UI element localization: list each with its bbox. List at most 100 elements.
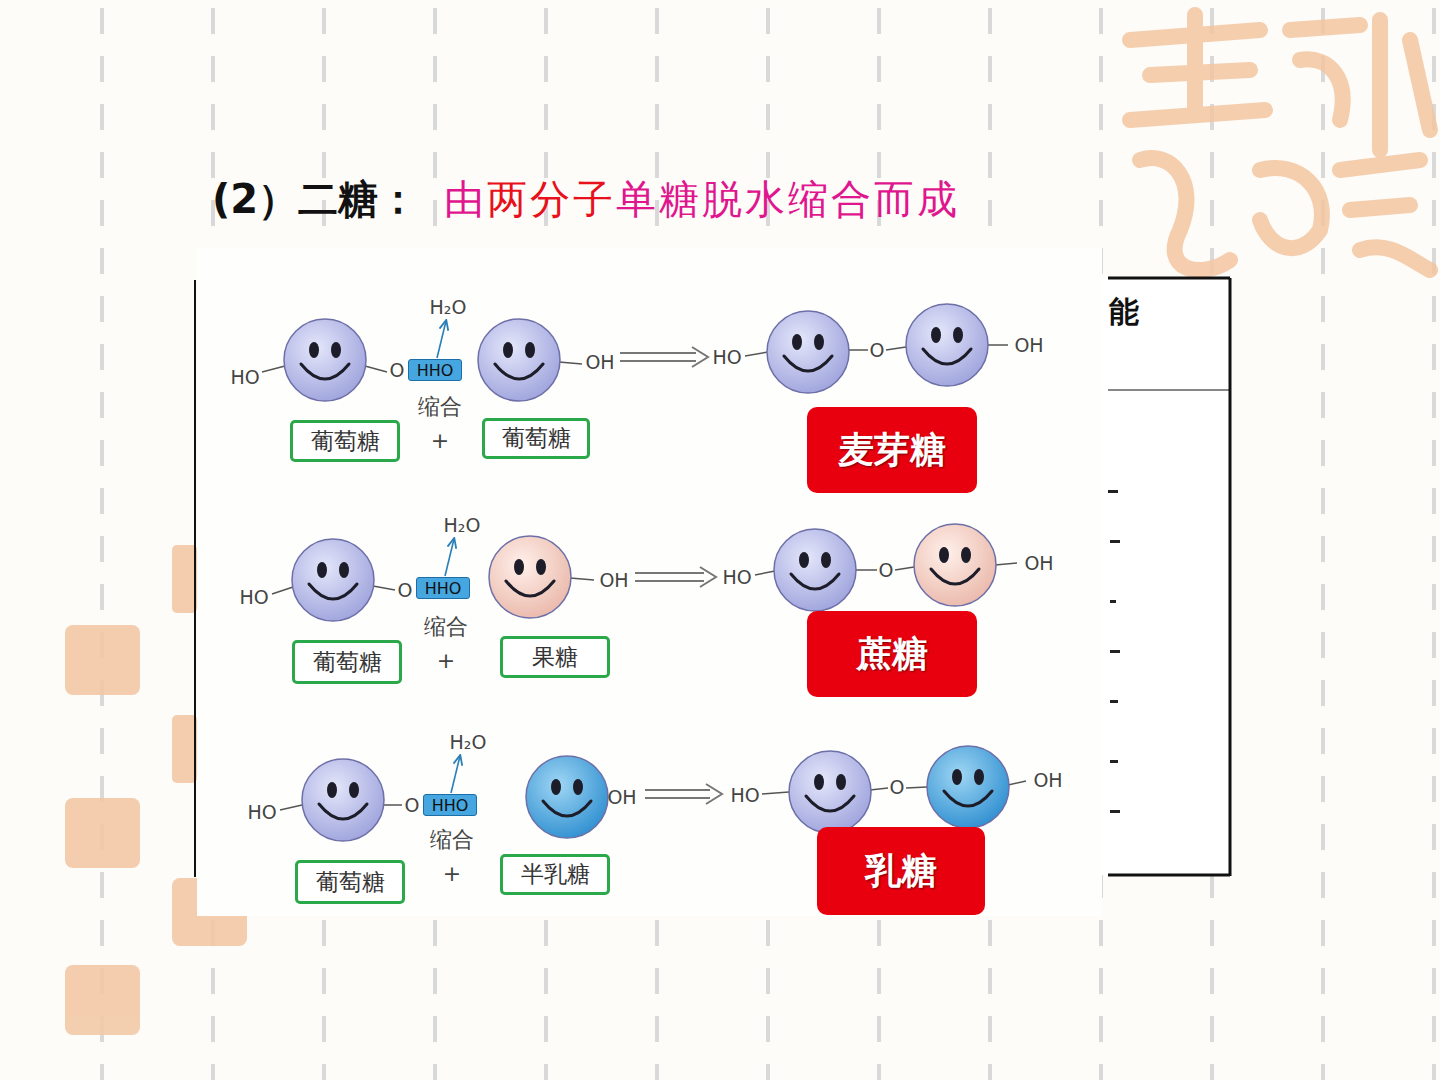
sugar-smiley xyxy=(284,319,366,401)
hydroxyl-group: HO xyxy=(230,366,259,388)
picture-ground xyxy=(197,248,1102,916)
node-label: HHO xyxy=(425,579,462,598)
water-atoms-box: HHO xyxy=(416,577,470,599)
hydroxyl-group: HO xyxy=(712,346,741,368)
table-fragments xyxy=(1108,490,1120,813)
bond-line xyxy=(995,563,1017,565)
disaccharide-box: 蔗糖 xyxy=(807,611,977,697)
molecule-illustration xyxy=(262,304,1026,841)
definition-text: 单糖脱水缩合而成 xyxy=(616,172,960,227)
bond-line xyxy=(262,366,285,372)
table-border xyxy=(195,278,1230,877)
water-atoms-box: HHO xyxy=(423,794,477,816)
hydroxyl-group: HO xyxy=(730,784,759,806)
bond-line xyxy=(280,805,302,810)
node-label: 葡萄糖 xyxy=(316,867,385,898)
sugar-smiley xyxy=(774,529,856,611)
slide-header: (2）二糖： 由两分子单糖脱水缩合而成 xyxy=(212,172,960,227)
node-label: 半乳糖 xyxy=(521,859,590,890)
water-release-arrow xyxy=(445,539,454,576)
bond-line xyxy=(895,567,914,570)
sugar-smiley xyxy=(927,746,1009,828)
disaccharide-box: 麦芽糖 xyxy=(807,407,977,493)
reaction-arrow xyxy=(635,567,716,587)
glycosidic-oxygen: O xyxy=(879,559,894,581)
node-label: 葡萄糖 xyxy=(311,426,380,457)
water-formula: H₂O xyxy=(430,296,467,318)
table-ground xyxy=(1100,278,1230,875)
water-formula: H₂O xyxy=(444,514,481,536)
bond-line xyxy=(745,352,768,356)
oxygen-atom: O xyxy=(405,794,420,816)
hydroxyl-group: OH xyxy=(599,569,628,591)
monosaccharide-box: 果糖 xyxy=(500,636,610,678)
hydroxyl-group: HO xyxy=(247,801,276,823)
water-release-arrow xyxy=(451,756,460,793)
sugar-smiley xyxy=(767,311,849,393)
node-label: HHO xyxy=(417,361,454,380)
hydroxyl-group: HO xyxy=(722,566,751,588)
watermark xyxy=(1130,15,1430,270)
node-label: 乳糖 xyxy=(865,847,937,896)
bond-line xyxy=(855,569,877,571)
definition-text: 由 xyxy=(444,172,487,227)
monosaccharide-box: 葡萄糖 xyxy=(290,420,400,462)
bond-line xyxy=(1008,781,1026,785)
disaccharide-box: 乳糖 xyxy=(817,827,985,915)
sugar-smiley xyxy=(906,304,988,386)
oxygen-atom: O xyxy=(390,359,405,381)
sugar-smiley xyxy=(478,319,560,401)
slide-title: (2）二糖： xyxy=(212,172,418,227)
reaction-name: 缩合 xyxy=(418,392,462,422)
sugar-smiley xyxy=(489,536,571,618)
node-label: HHO xyxy=(432,796,469,815)
sugar-smiley xyxy=(789,751,871,833)
reaction-name: 缩合 xyxy=(430,825,474,855)
bond-line xyxy=(848,349,868,351)
node-label: 蔗糖 xyxy=(856,630,928,679)
bond-line xyxy=(559,362,582,364)
plus-sign: + xyxy=(443,861,461,886)
bond-line xyxy=(870,788,888,790)
hydroxyl-group: OH xyxy=(1024,552,1053,574)
sugar-smiley xyxy=(526,756,608,838)
node-label: 葡萄糖 xyxy=(502,423,571,454)
hydroxyl-group: OH xyxy=(607,786,636,808)
plus-sign: + xyxy=(437,648,455,673)
table-cell: 能 xyxy=(1109,292,1139,333)
node-label: 麦芽糖 xyxy=(838,426,946,475)
monosaccharide-box: 半乳糖 xyxy=(500,854,610,895)
bond-line xyxy=(272,587,293,594)
node-label: 果糖 xyxy=(532,642,578,673)
reaction-arrow xyxy=(620,347,708,367)
definition-text: 两分子 xyxy=(487,172,616,227)
bond-line xyxy=(383,804,402,806)
water-release-arrow xyxy=(437,321,446,358)
sugar-smiley xyxy=(302,759,384,841)
bond-line xyxy=(762,792,789,794)
sugar-smiley xyxy=(292,539,374,621)
hydroxyl-group: OH xyxy=(1033,769,1062,791)
bond-line xyxy=(365,366,387,372)
bond-line xyxy=(570,578,594,580)
reaction-arrow xyxy=(645,784,722,804)
bond-line xyxy=(755,571,775,575)
hydroxyl-group: HO xyxy=(239,586,268,608)
bond-line xyxy=(886,347,906,350)
hydroxyl-group: OH xyxy=(1014,334,1043,356)
bond-line xyxy=(906,787,927,788)
sugar-smiley xyxy=(914,524,996,606)
glycosidic-oxygen: O xyxy=(890,776,905,798)
glycosidic-oxygen: O xyxy=(870,339,885,361)
water-formula: H₂O xyxy=(450,731,487,753)
water-atoms-box: HHO xyxy=(408,359,462,381)
node-label: 葡萄糖 xyxy=(313,647,382,678)
oxygen-atom: O xyxy=(398,579,413,601)
bond-line xyxy=(987,344,1008,346)
monosaccharide-box: 葡萄糖 xyxy=(292,640,402,684)
reaction-name: 缩合 xyxy=(424,612,468,642)
plus-sign: + xyxy=(431,428,449,453)
bond-line xyxy=(373,586,395,590)
